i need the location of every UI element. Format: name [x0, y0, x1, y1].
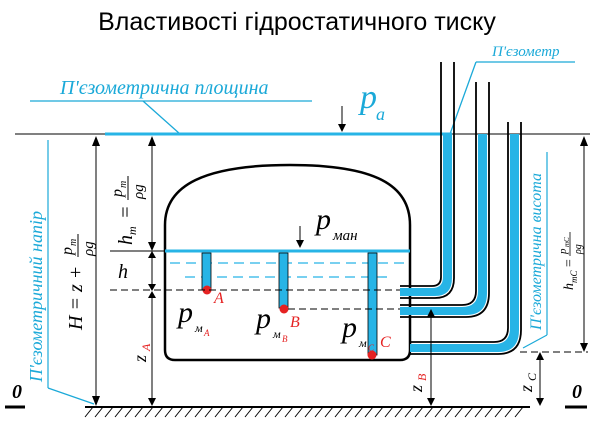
- piezometer-tube-c: [410, 122, 522, 355]
- svg-text:m: m: [125, 226, 139, 235]
- point-a: [202, 285, 212, 295]
- ground-hatching: [84, 406, 524, 418]
- svg-text:p: p: [109, 189, 126, 198]
- svg-text:m: m: [118, 181, 129, 188]
- point-b: [279, 304, 289, 314]
- total-head-formula: H = z + p m ρg: [59, 234, 97, 331]
- svg-text:z: z: [406, 385, 426, 393]
- atmospheric-pressure-subscript: a: [376, 104, 385, 124]
- pressure-a-symbol: p: [176, 296, 193, 329]
- zb-dim-arrow-top: [427, 309, 435, 317]
- probe-b: [278, 252, 289, 309]
- hmc-dim-arrow-bottom: [580, 343, 588, 352]
- hmc-formula: h mC = p mC ρg: [557, 232, 584, 290]
- zc-dim-arrow-top: [536, 352, 544, 360]
- piezometric-height-leader-tail: [522, 334, 548, 349]
- manometric-height-formula: h m = p m ρg: [109, 176, 147, 245]
- pressure-a-sub-point: A: [203, 328, 210, 338]
- svg-text:mC: mC: [563, 237, 571, 247]
- piezometric-head-label: П'єзометричний напір: [26, 211, 46, 383]
- svg-text:B: B: [415, 373, 429, 381]
- svg-text:H = z +: H = z +: [65, 266, 87, 331]
- zc-dim-arrow-bottom: [536, 398, 544, 406]
- depth-dim-arrow-bottom: [148, 284, 156, 291]
- pressure-b-subscript: м: [272, 327, 281, 341]
- zc-label: z C: [516, 372, 539, 393]
- svg-text:h: h: [562, 283, 577, 290]
- piezometer-tube-a: [400, 62, 455, 299]
- svg-text:z: z: [130, 355, 150, 363]
- pressure-b-sub-point: B: [282, 334, 288, 344]
- atmospheric-pressure-arrowhead: [338, 124, 346, 132]
- svg-text:A: A: [139, 343, 153, 352]
- zero-datum-right: 0: [572, 381, 582, 403]
- piezometric-height-label: П'єзометрична висота: [528, 173, 545, 331]
- manometric-pressure-symbol: p: [314, 203, 331, 236]
- pressure-c-symbol: p: [340, 311, 357, 344]
- svg-text:ρg: ρg: [131, 184, 147, 200]
- za-dim-arrow-top: [148, 291, 156, 298]
- point-c-label: C: [380, 334, 391, 351]
- head-dim-arrow-bottom: [92, 396, 100, 406]
- hmc-dim-arrow-top: [580, 136, 588, 146]
- piezometric-plane-label: П'єзометрична площина: [59, 77, 269, 99]
- probe-a: [201, 252, 212, 291]
- svg-text:z: z: [516, 385, 536, 393]
- svg-text:=: =: [562, 259, 577, 268]
- atmospheric-pressure-symbol: p: [358, 79, 377, 116]
- svg-text:=: =: [115, 206, 137, 220]
- zero-datum-left: 0: [12, 381, 22, 403]
- svg-text:m: m: [68, 239, 79, 246]
- hm-dim-arrow-top: [148, 136, 156, 146]
- head-dim-arrow-top: [92, 136, 100, 146]
- za-dim-arrow-bottom: [148, 398, 156, 406]
- piezometric-plane-leader-tail: [142, 100, 181, 135]
- svg-text:p: p: [59, 247, 76, 256]
- vessel-dome: [163, 163, 412, 226]
- pressure-b-symbol: p: [254, 302, 271, 335]
- svg-text:mC: mC: [569, 270, 579, 283]
- depth-label: h: [118, 261, 128, 283]
- manometric-pressure-subscript: ман: [332, 228, 358, 244]
- zb-label: z B: [406, 373, 429, 393]
- piezometer-label: П'єзометр: [491, 44, 560, 60]
- vessel-walls: [163, 225, 412, 362]
- point-b-label: B: [290, 314, 300, 331]
- svg-text:h: h: [115, 235, 137, 245]
- depth-dim-arrow-top: [148, 251, 156, 258]
- svg-text:p: p: [557, 248, 569, 255]
- zb-dim-arrow-bottom: [427, 398, 435, 406]
- point-c: [367, 350, 377, 360]
- manometric-pressure-arrowhead: [296, 240, 304, 248]
- piezometric-head-leader-tail: [47, 387, 95, 405]
- svg-text:ρg: ρg: [573, 244, 584, 255]
- pressure-a-subscript: м: [194, 321, 203, 335]
- pressure-c-sub-point: C: [368, 343, 375, 353]
- page-title: Властивості гідростатичного тиску: [98, 8, 496, 36]
- hm-dim-arrow-bottom: [148, 242, 156, 251]
- piezometer-tube-b: [400, 82, 490, 318]
- za-label: z A: [130, 343, 153, 363]
- probe-c: [367, 252, 378, 356]
- pressure-c-subscript: м: [358, 336, 367, 350]
- svg-text:C: C: [525, 372, 539, 381]
- point-a-label: A: [213, 290, 224, 307]
- svg-text:ρg: ρg: [81, 241, 97, 257]
